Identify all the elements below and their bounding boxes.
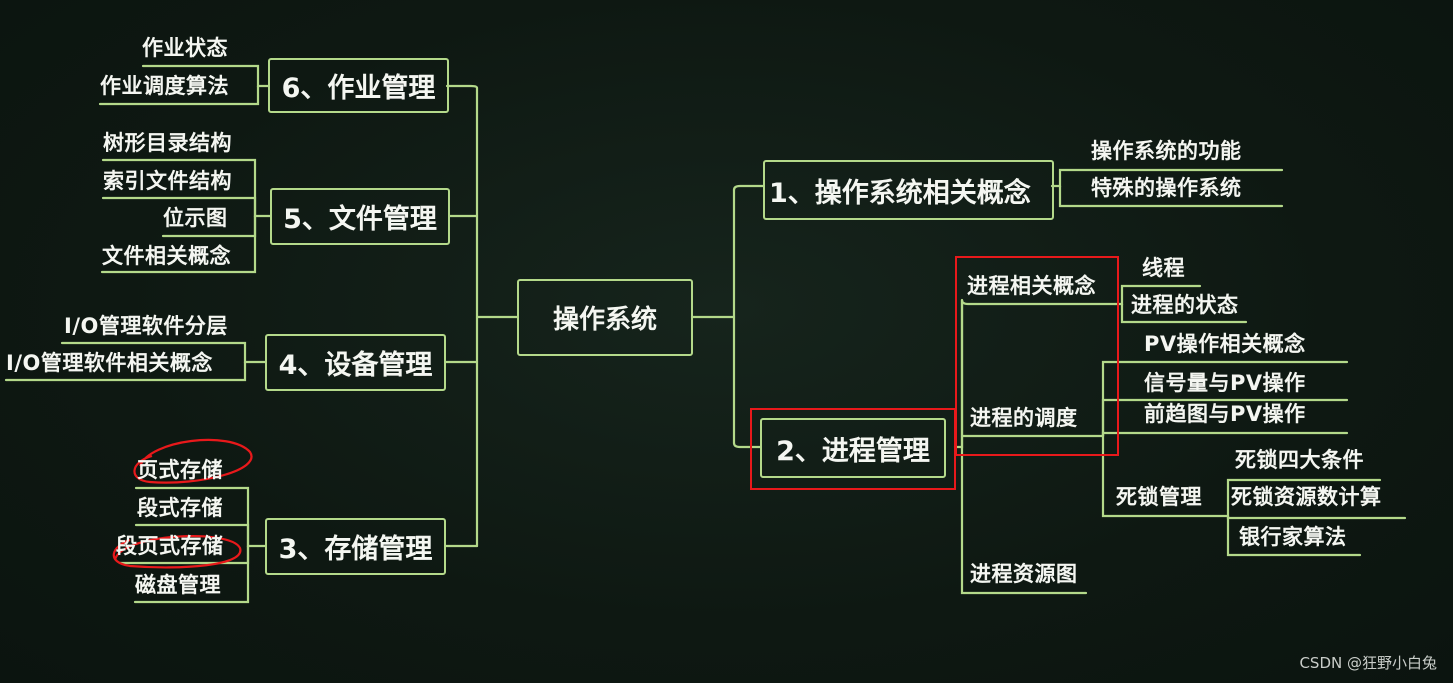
highlight-process-subtopics: [955, 256, 1119, 456]
c5-leaf-bitmap[interactable]: 位示图: [163, 206, 228, 230]
c5-leaf-tree-dir[interactable]: 树形目录结构: [103, 131, 232, 155]
category-node-1[interactable]: 1、操作系统相关概念: [763, 160, 1054, 220]
c3-leaf-seg-page-storage[interactable]: 段页式存储: [116, 534, 224, 558]
c2-resource-graph[interactable]: 进程资源图: [970, 562, 1078, 586]
c2-leaf-precedence-pv[interactable]: 前趋图与PV操作: [1144, 402, 1306, 426]
c6-leaf-job-state[interactable]: 作业状态: [142, 36, 228, 60]
c2-leaf-resource-count[interactable]: 死锁资源数计算: [1231, 485, 1382, 509]
category-node-4[interactable]: 4、设备管理: [265, 334, 446, 391]
c2-leaf-process-state[interactable]: 进程的状态: [1131, 293, 1239, 317]
highlight-process-management: [750, 408, 956, 490]
c3-leaf-page-storage[interactable]: 页式存储: [137, 458, 223, 482]
c6-leaf-job-scheduling[interactable]: 作业调度算法: [100, 74, 229, 98]
c4-leaf-io-layers[interactable]: I/O管理软件分层: [64, 314, 228, 338]
category-node-6[interactable]: 6、作业管理: [268, 58, 449, 113]
c2-leaf-semaphore-pv[interactable]: 信号量与PV操作: [1144, 371, 1306, 395]
c2-leaf-four-conditions[interactable]: 死锁四大条件: [1235, 448, 1364, 472]
root-node[interactable]: 操作系统: [517, 279, 693, 356]
c3-leaf-disk-management[interactable]: 磁盘管理: [135, 573, 221, 597]
c2-deadlock-management[interactable]: 死锁管理: [1116, 485, 1202, 509]
category-node-2[interactable]: 2、进程管理: [760, 418, 946, 478]
category-node-3[interactable]: 3、存储管理: [265, 518, 446, 575]
c3-leaf-segment-storage[interactable]: 段式存储: [137, 496, 223, 520]
c5-leaf-index-file[interactable]: 索引文件结构: [103, 169, 232, 193]
c2-process-scheduling[interactable]: 进程的调度: [970, 406, 1078, 430]
c2-leaf-banker-algorithm[interactable]: 银行家算法: [1239, 525, 1347, 549]
watermark: CSDN @狂野小白兔: [1299, 654, 1437, 672]
c5-leaf-file-concepts[interactable]: 文件相关概念: [102, 244, 231, 268]
c1-leaf-special-os[interactable]: 特殊的操作系统: [1091, 176, 1242, 200]
c2-leaf-thread[interactable]: 线程: [1142, 256, 1185, 280]
c2-process-concepts[interactable]: 进程相关概念: [967, 274, 1096, 298]
c1-leaf-functions[interactable]: 操作系统的功能: [1091, 139, 1242, 163]
category-node-5[interactable]: 5、文件管理: [270, 188, 450, 245]
c4-leaf-io-concepts[interactable]: I/O管理软件相关概念: [6, 351, 213, 375]
hand-drawn-annotation: [112, 438, 253, 569]
c2-leaf-pv-concepts[interactable]: PV操作相关概念: [1144, 332, 1306, 356]
